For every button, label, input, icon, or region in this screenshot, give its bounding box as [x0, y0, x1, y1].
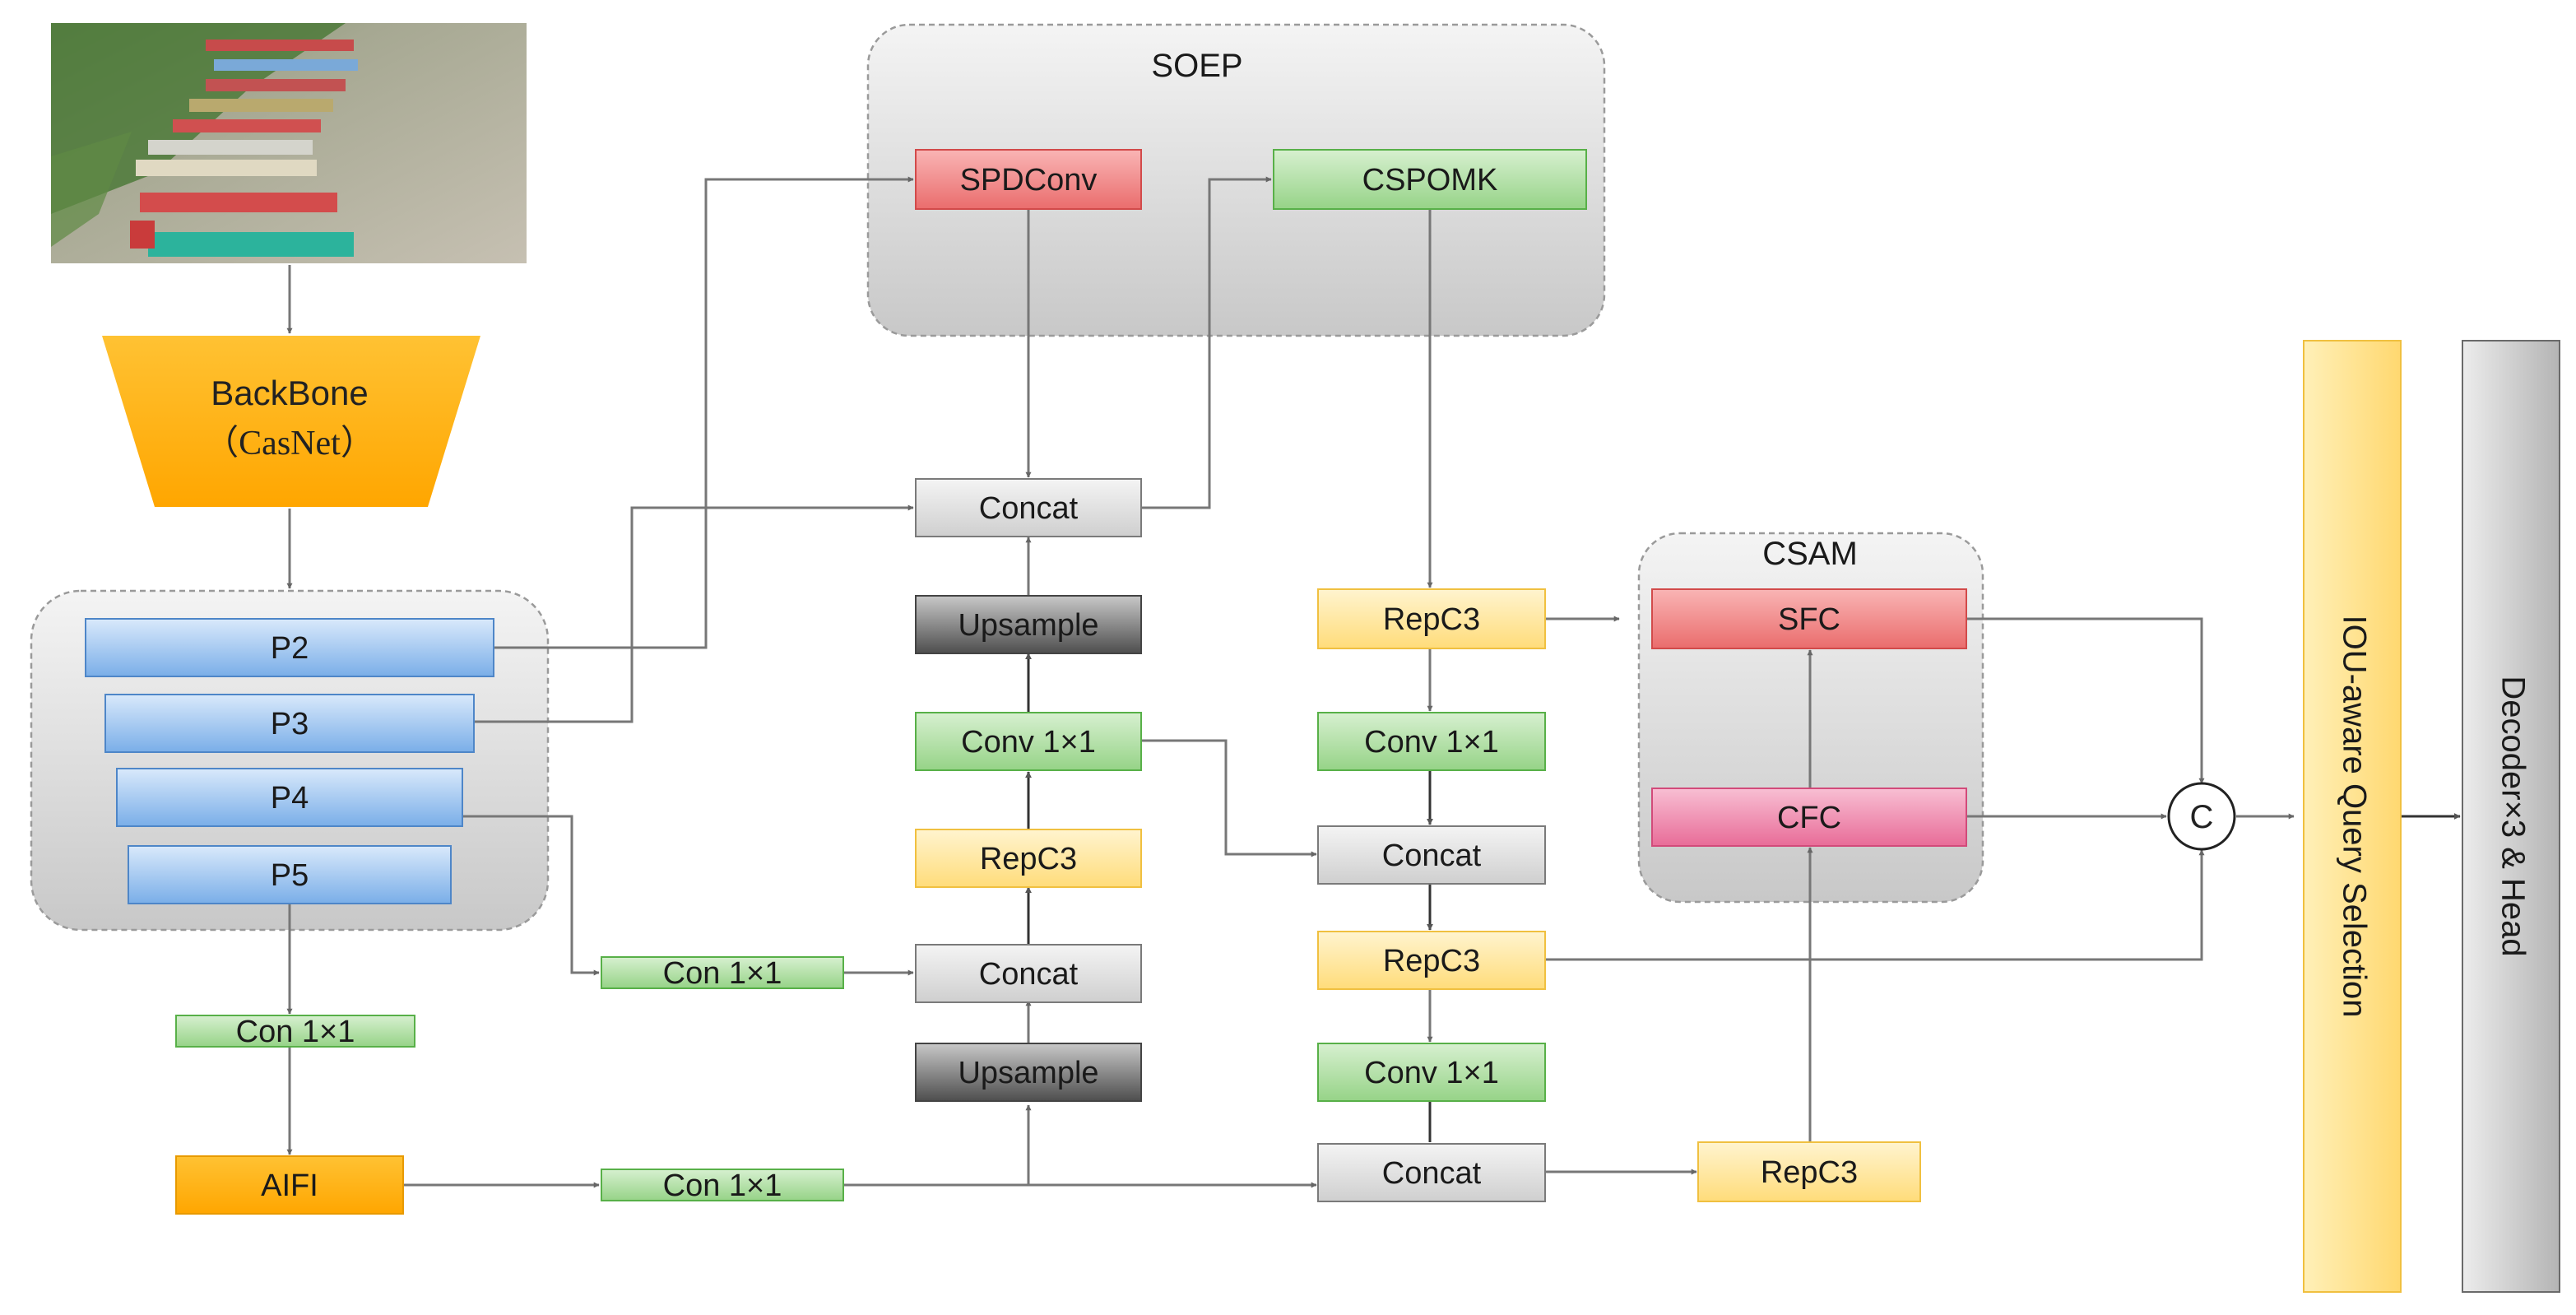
con-1x1-p5-box [175, 1015, 415, 1048]
p4-box [116, 768, 463, 827]
upsample-bottom-label: Upsample [958, 1056, 1098, 1090]
cfc-box [1651, 788, 1967, 847]
aifi-label: AIFI [261, 1169, 318, 1203]
conv-1x1-r2-label: Conv 1×1 [1364, 1056, 1499, 1090]
concat-symbol-label: C [2190, 799, 2214, 835]
concat-mid-label: Concat [979, 957, 1079, 992]
p4-label: P4 [271, 781, 309, 815]
sfc-box [1651, 588, 1967, 649]
iou-query-box [2303, 340, 2402, 1293]
repc3-mid-label: RepC3 [980, 842, 1077, 876]
spdconv-label: SPDConv [960, 163, 1098, 197]
cspomk-box [1273, 149, 1587, 210]
repc3-mid-box [915, 829, 1142, 888]
concat-top-box [915, 478, 1142, 537]
conv-1x1-mid-label: Conv 1×1 [961, 725, 1096, 760]
concat-r1-box [1317, 825, 1546, 885]
concat-r1-label: Concat [1382, 839, 1482, 873]
cspomk-label: CSPOMK [1362, 163, 1498, 197]
con-1x1-aifi-box [601, 1169, 844, 1201]
repc3-r1-label: RepC3 [1383, 602, 1480, 637]
repc3-r2-box [1317, 931, 1546, 990]
connectors [286, 176, 2461, 1188]
spdconv-box [915, 149, 1142, 210]
concat-top-label: Concat [979, 491, 1079, 526]
decoder-head-label: Decoder×3 & Head [2495, 676, 2531, 956]
concat-mid-box [915, 944, 1142, 1003]
iou-query-label: IOU-aware Query Selection [2336, 615, 2372, 1017]
p3-box [104, 694, 475, 753]
p5-box [128, 845, 452, 904]
conv-1x1-r2-box [1317, 1043, 1546, 1102]
csam-title: CSAM [1762, 536, 1858, 572]
cfc-label: CFC [1777, 801, 1841, 835]
con-1x1-p4-label: Con 1×1 [663, 956, 782, 991]
repc3-r2-label: RepC3 [1383, 944, 1480, 978]
upsample-top-box [915, 595, 1142, 654]
repc3-csam-label: RepC3 [1761, 1155, 1858, 1190]
soep-title: SOEP [1151, 48, 1242, 84]
backbone-trapezoid [102, 336, 480, 507]
p5-label: P5 [271, 858, 309, 893]
p2-label: P2 [271, 631, 309, 666]
repc3-csam-box [1697, 1141, 1921, 1202]
input-aerial-image [51, 23, 527, 263]
aifi-box [175, 1155, 404, 1215]
con-1x1-aifi-label: Con 1×1 [663, 1169, 782, 1203]
con-1x1-p5-label: Con 1×1 [236, 1015, 355, 1049]
backbone-label: BackBone [211, 374, 368, 412]
upsample-top-label: Upsample [958, 608, 1098, 643]
backbone-sublabel: （CasNet） [204, 425, 375, 462]
p2-box [85, 618, 494, 677]
concat-r2-label: Concat [1382, 1156, 1482, 1191]
conv-1x1-r1-label: Conv 1×1 [1364, 725, 1499, 760]
conv-1x1-mid-box [915, 712, 1142, 771]
repc3-r1-box [1317, 588, 1546, 649]
sfc-label: SFC [1778, 602, 1840, 637]
conv-1x1-r1-box [1317, 712, 1546, 771]
concat-r2-box [1317, 1143, 1546, 1202]
con-1x1-p4-box [601, 956, 844, 989]
upsample-bottom-box [915, 1043, 1142, 1102]
p3-label: P3 [271, 707, 309, 741]
concat-symbol-circle [2167, 782, 2236, 851]
decoder-head-box [2462, 340, 2560, 1293]
